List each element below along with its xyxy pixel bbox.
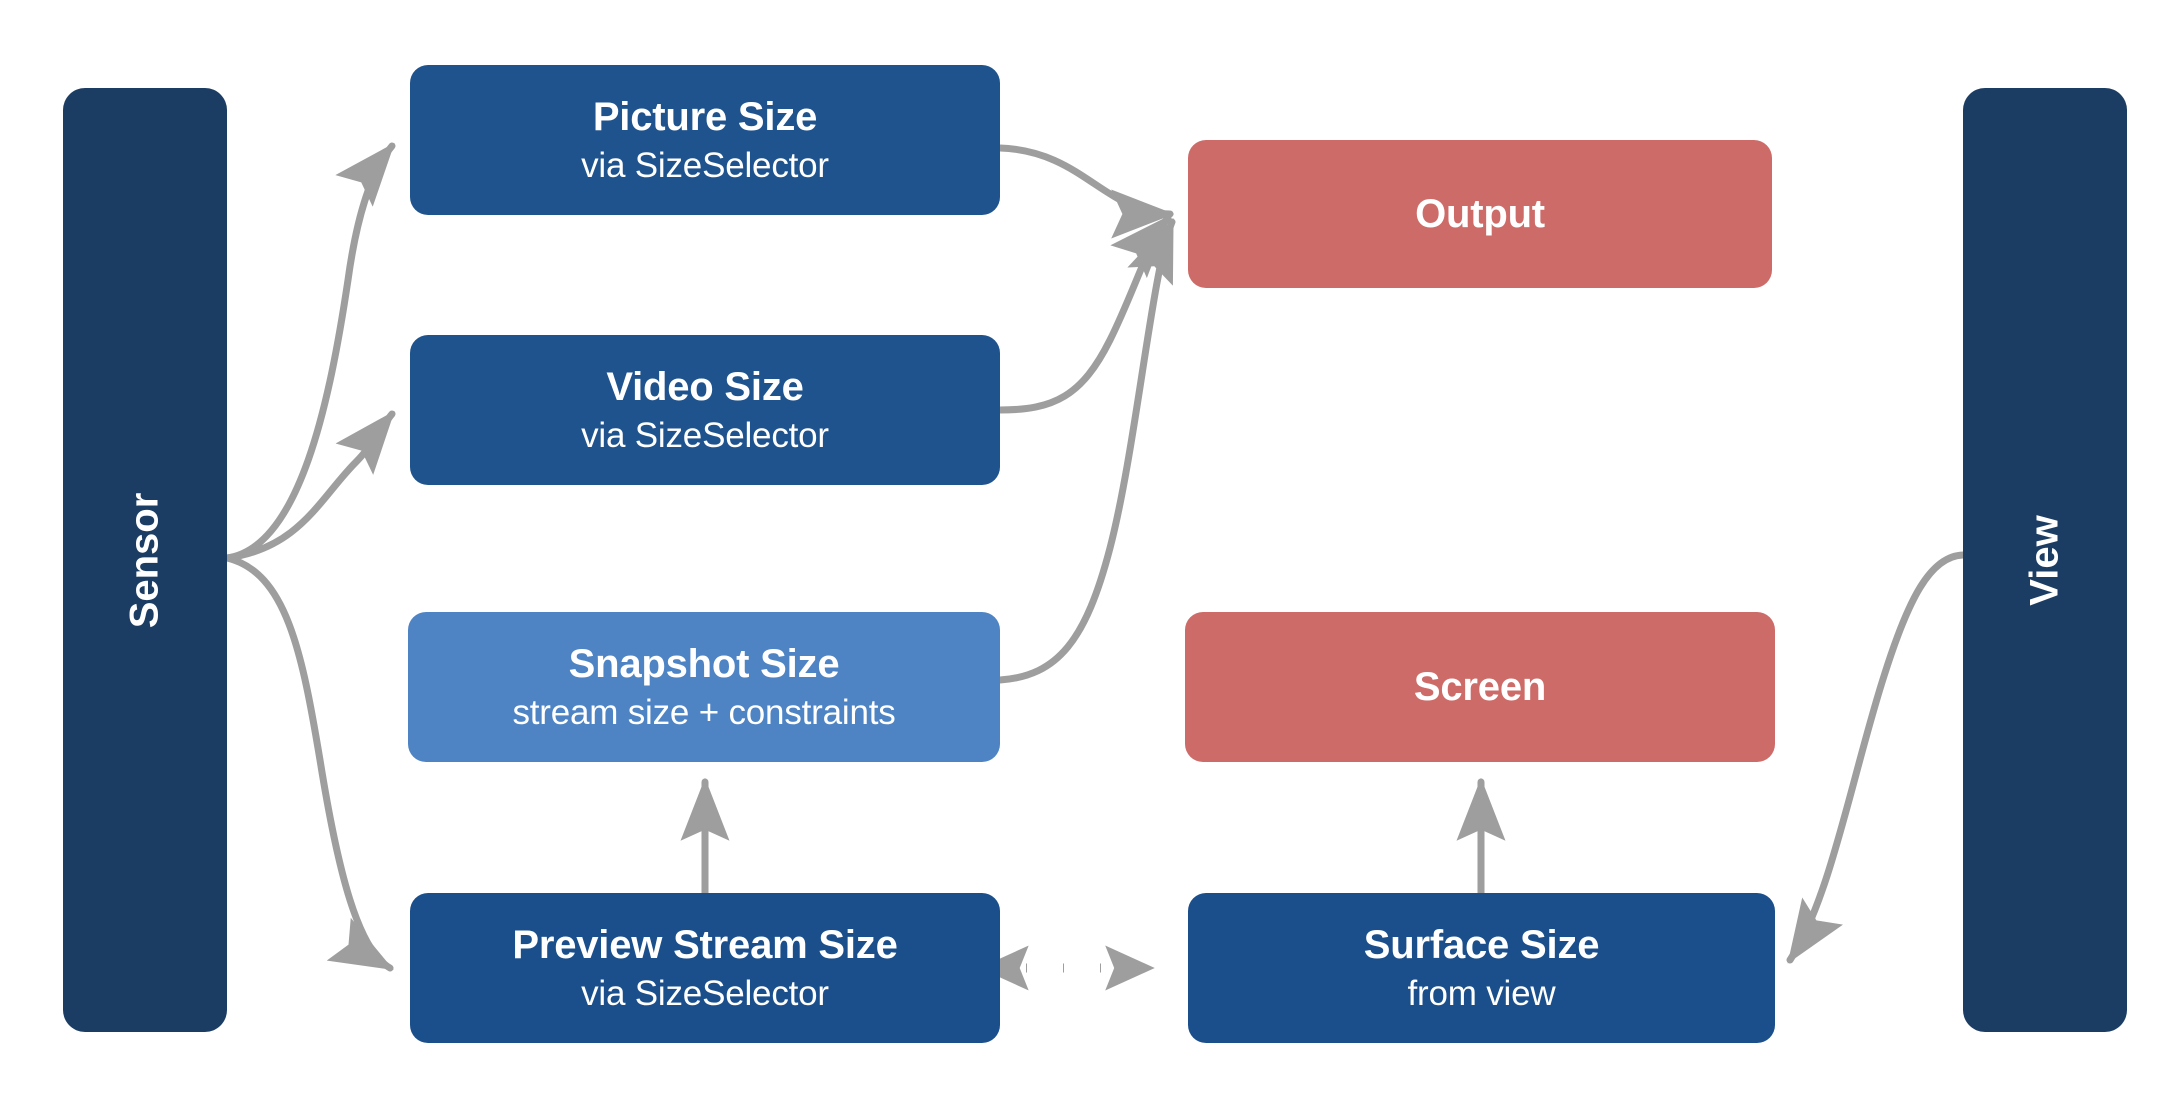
node-output[interactable]: Output — [1188, 140, 1772, 288]
lane-sensor[interactable]: Sensor — [63, 88, 227, 1032]
edge-sensor-to-picture — [223, 142, 396, 562]
node-preview-stream-size-subtitle: via SizeSelector — [581, 973, 829, 1013]
edge-video-to-output — [996, 214, 1172, 414]
node-surface-size[interactable]: Surface Size from view — [1188, 893, 1775, 1043]
node-surface-size-subtitle: from view — [1407, 973, 1556, 1013]
edge-view-to-surface — [1786, 551, 1967, 964]
node-snapshot-size[interactable]: Snapshot Size stream size + constraints — [408, 612, 1000, 762]
node-preview-stream-size[interactable]: Preview Stream Size via SizeSelector — [410, 893, 1000, 1043]
edge-sensor-to-preview — [223, 554, 394, 972]
node-snapshot-size-title: Snapshot Size — [568, 642, 840, 686]
node-snapshot-size-subtitle: stream size + constraints — [512, 692, 896, 732]
node-preview-stream-size-title: Preview Stream Size — [512, 923, 898, 967]
node-video-size[interactable]: Video Size via SizeSelector — [410, 335, 1000, 485]
node-picture-size[interactable]: Picture Size via SizeSelector — [410, 65, 1000, 215]
node-surface-size-title: Surface Size — [1363, 923, 1600, 967]
lane-view-label: View — [2022, 514, 2067, 606]
lane-sensor-label: Sensor — [122, 492, 167, 628]
edge-picture-to-output — [996, 144, 1175, 239]
node-video-size-title: Video Size — [606, 365, 804, 409]
node-picture-size-subtitle: via SizeSelector — [581, 145, 829, 185]
edge-snapshot-to-output — [996, 218, 1176, 684]
node-output-title: Output — [1415, 191, 1545, 236]
node-screen-title: Screen — [1413, 664, 1547, 709]
edge-sensor-to-video — [223, 410, 396, 562]
node-video-size-subtitle: via SizeSelector — [581, 415, 829, 455]
lane-view[interactable]: View — [1963, 88, 2127, 1032]
node-screen[interactable]: Screen — [1185, 612, 1775, 762]
node-picture-size-title: Picture Size — [592, 95, 818, 139]
